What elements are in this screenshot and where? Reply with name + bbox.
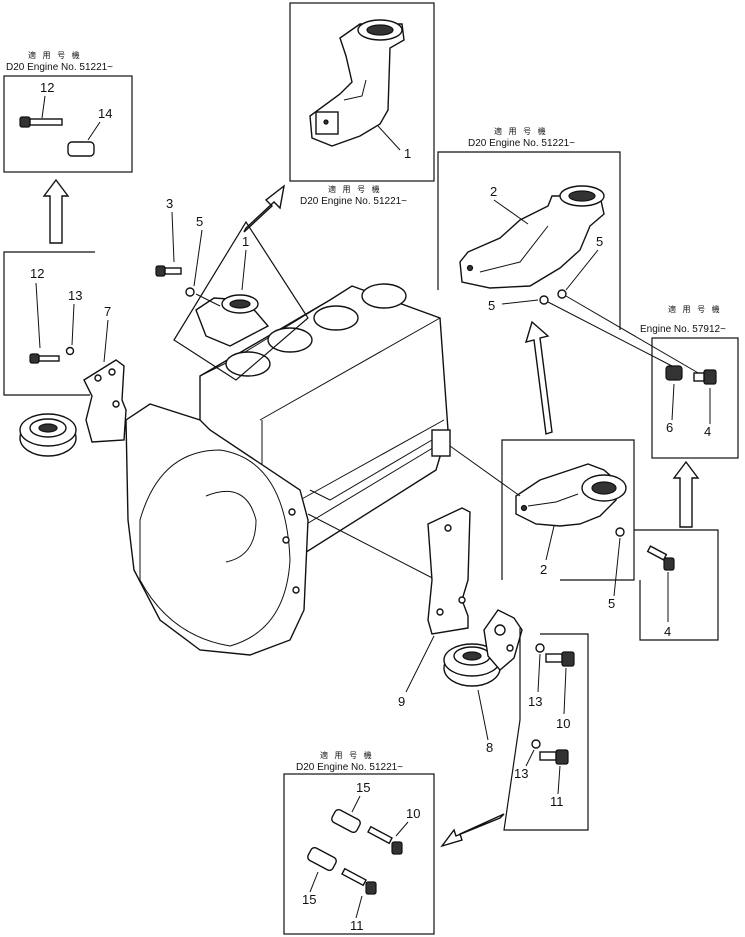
note-applicable-jp: 適 用 号 機: [28, 50, 82, 60]
arrow-up-right-mid: [524, 320, 553, 435]
callout-10: 10: [556, 716, 570, 731]
collar-14-part: [67, 141, 95, 157]
engine-block: [125, 283, 451, 656]
callout-13b: 13: [514, 766, 528, 781]
callout-2: 2: [490, 184, 497, 199]
washer-13-part: [65, 346, 75, 356]
note-engine-51221-2: D20 Engine No. 51221~: [300, 196, 407, 207]
inset-frame-bottom: [283, 773, 435, 935]
cushion-8-part: [443, 609, 523, 687]
callout-1: 1: [404, 146, 411, 161]
callout-8: 8: [486, 740, 493, 755]
callout-10b: 10: [406, 806, 420, 821]
bolt-10b-part: [367, 825, 403, 855]
bolt-12b-part: [29, 353, 60, 364]
washer-5b-part: [557, 289, 567, 299]
inset-top-left: 適 用 号 機 D20 Engine No. 51221~ 12 14: [3, 50, 133, 173]
callout-5d: 5: [608, 596, 615, 611]
callout-3: 3: [166, 196, 173, 211]
callout-12b: 12: [30, 266, 44, 281]
bolt-3-part: [155, 265, 182, 277]
note-applicable-jp-2: 適 用 号 機: [328, 184, 382, 194]
callout-11b: 11: [350, 918, 364, 933]
arrow-diagonal-bottom: [440, 813, 505, 848]
bracket-1-assembly: 3 5 1: [155, 196, 309, 381]
bolt-group-bottom-right: 13 10 13 11: [503, 628, 589, 831]
callout-4a: 4: [704, 424, 711, 439]
note-engine-51221-3: D20 Engine No. 51221~: [468, 138, 575, 149]
note-applicable-jp-3: 適 用 号 機: [494, 126, 548, 136]
callout-12: 12: [40, 80, 54, 95]
note-engine-51221-4: D20 Engine No. 51221~: [296, 762, 403, 773]
arrow-up-right-bottom: [672, 460, 700, 528]
collar-15b-part: [307, 846, 337, 872]
inset-right-small: 適 用 号 機 Engine No. 57912~ 6 4: [640, 304, 739, 459]
callout-15a: 15: [356, 780, 370, 795]
callout-13: 13: [68, 288, 82, 303]
note-engine-57912: Engine No. 57912~: [640, 324, 726, 335]
callout-5b: 5: [596, 234, 603, 249]
cushion-left-part: [19, 413, 77, 457]
bolt-11b-part: [341, 867, 377, 895]
callout-13a: 13: [528, 694, 542, 709]
inset-bottom-center: 適 用 号 機 D20 Engine No. 51221~ 15 10 15 1…: [283, 750, 435, 935]
arrow-diagonal-top: [243, 184, 286, 233]
bolt-4a-part: [693, 369, 717, 385]
callout-5c: 5: [488, 298, 495, 313]
callout-14: 14: [98, 106, 112, 121]
callout-4b: 4: [664, 624, 671, 639]
washer-6-part: [665, 365, 683, 381]
washer-5c-part: [539, 295, 549, 305]
bolt-10-part: [545, 651, 575, 667]
inset-left-middle: 12 13 7: [3, 251, 127, 457]
bracket-9-part: [427, 507, 471, 635]
washer-13a-part: [535, 643, 545, 653]
inset-frame: [3, 75, 133, 173]
inset-right-middle: 2 5: [449, 439, 635, 611]
washer-13b-part: [531, 739, 541, 749]
washer-5a-part: [185, 287, 195, 297]
bracket-7-part: [83, 359, 127, 443]
inset-right-bottom: 4: [634, 529, 719, 641]
washer-5d-part: [615, 527, 625, 537]
bracket-2-part: [459, 185, 605, 289]
callout-11: 11: [550, 794, 564, 809]
cylinder-bores: [225, 283, 407, 377]
bolt-4b-part: [646, 545, 675, 571]
callout-1b: 1: [242, 234, 249, 249]
callout-5a: 5: [196, 214, 203, 229]
note-applicable-jp-5: 適 用 号 機: [320, 750, 374, 760]
bolt-11-part: [539, 749, 569, 765]
callout-6: 6: [666, 420, 673, 435]
bracket-2b-part: [515, 463, 627, 527]
note-engine-51221: D20 Engine No. 51221~: [6, 62, 113, 73]
note-applicable-jp-4: 適 用 号 機: [668, 304, 722, 314]
bracket-1-installed: [195, 294, 270, 347]
callout-15b: 15: [302, 892, 316, 907]
arrow-up-left: [42, 178, 70, 244]
callout-7: 7: [104, 304, 111, 319]
collar-15a-part: [331, 808, 361, 834]
bracket-1-part: [309, 19, 405, 147]
callout-2b: 2: [540, 562, 547, 577]
bracket-9-assembly: 9 8: [307, 507, 523, 755]
inset-right-top: 適 用 号 機 D20 Engine No. 51221~ 2 5 5: [437, 126, 701, 375]
callout-9: 9: [398, 694, 405, 709]
inset-frame-top: [289, 2, 435, 182]
inset-top-center: 1 適 用 号 機 D20 Engine No. 51221~: [289, 2, 435, 207]
bolt-12-part: [19, 116, 63, 128]
mount-pad: [431, 429, 451, 457]
inset-frame-right: [651, 337, 739, 459]
